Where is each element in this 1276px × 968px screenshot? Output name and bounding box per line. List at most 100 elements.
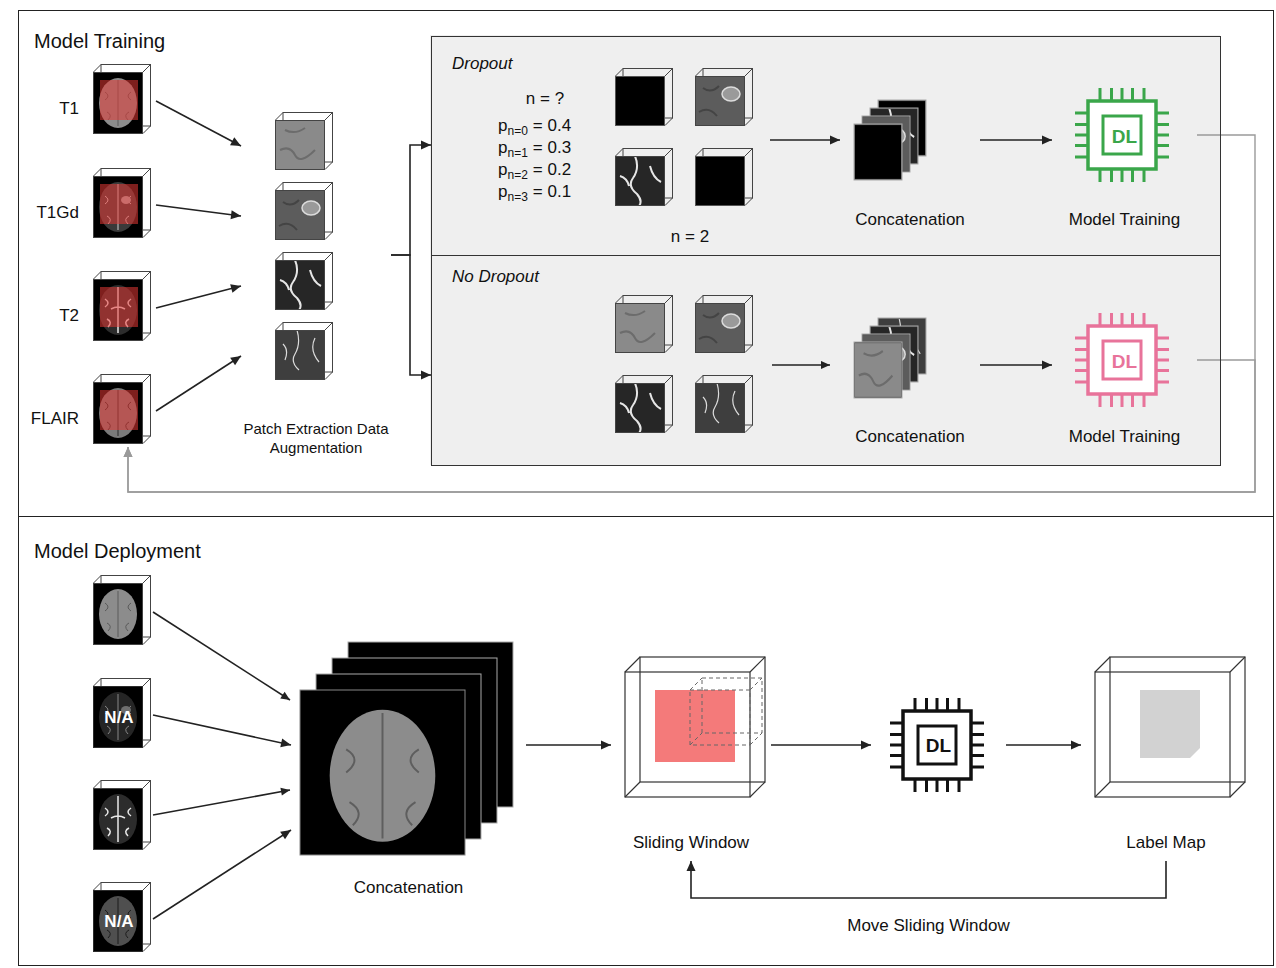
label-line: pn=3= 0.1	[498, 182, 618, 203]
edge-label: Move Sliding Window	[844, 916, 1013, 935]
text-holder: Dropout	[452, 54, 652, 74]
dl-chip: DL	[871, 691, 1006, 801]
text-holder: DL	[1052, 125, 1197, 149]
node-label: Concatenation	[354, 878, 464, 897]
connector-line	[156, 356, 241, 411]
connector-line	[128, 135, 1255, 492]
illustration-shape	[615, 383, 665, 433]
node-label: Concatenation	[855, 210, 965, 229]
text-holder: DL	[871, 734, 1006, 758]
connector	[770, 136, 840, 145]
illustration-shape	[276, 183, 333, 240]
illustration-shape	[153, 790, 290, 815]
illustration-shape	[616, 376, 673, 433]
arrowhead	[124, 447, 133, 457]
illustration-shape	[690, 678, 762, 745]
illustration-shape	[100, 184, 138, 224]
connector	[156, 205, 241, 219]
illustration-shape	[94, 169, 151, 238]
node-label: n = 2	[671, 227, 709, 246]
arrowhead	[1042, 361, 1052, 370]
connector	[156, 356, 241, 411]
illustration-shape	[93, 176, 143, 238]
illustration-shape	[94, 375, 151, 444]
connector-line	[980, 364, 1052, 366]
sliding-window: Sliding Window	[611, 651, 771, 861]
illustration-shape	[690, 690, 750, 745]
illustration-shape	[616, 296, 673, 353]
text-holder: FLAIR	[27, 409, 79, 429]
connector-line	[691, 861, 1166, 898]
illustration-shape	[275, 120, 325, 170]
connector-line	[156, 286, 241, 308]
illustration-shape	[300, 690, 465, 855]
illustration-shape	[615, 76, 665, 126]
node-label: DL	[926, 735, 951, 756]
probability-label: = 0.4	[533, 116, 571, 135]
patch-stack: Patch Extraction Data Augmentation	[241, 109, 391, 461]
illustration-shape	[93, 382, 143, 444]
illustration-shape	[94, 679, 151, 748]
node-label: Dropout	[452, 54, 512, 73]
illustration-shape	[1095, 657, 1245, 797]
illustration-shape	[695, 76, 745, 126]
node-label: Model Training	[1069, 427, 1181, 446]
illustration-shape	[275, 190, 325, 240]
label-line: pn=0= 0.4	[498, 116, 618, 137]
illustration-shape	[93, 279, 143, 341]
connector	[391, 141, 431, 256]
text-holder: Label Map	[1081, 833, 1251, 853]
illustration-shape	[640, 657, 765, 782]
arrowhead	[231, 210, 241, 219]
probability-label: p	[498, 182, 507, 201]
node-label: N/A	[104, 708, 133, 727]
connector-line	[128, 360, 1255, 492]
illustration-shape	[1075, 313, 1169, 407]
connector	[124, 135, 1256, 492]
illustration-shape	[1110, 657, 1245, 782]
text-holder: Model Training	[1052, 427, 1197, 447]
concatenation-stack: Concatenation	[840, 312, 980, 447]
node-label: Concatenation	[855, 427, 965, 446]
mri-volume: N/A	[85, 679, 153, 751]
connector-line	[1006, 744, 1081, 746]
connector	[153, 715, 291, 747]
illustration-shape	[300, 690, 465, 855]
text-holder: N/A	[85, 707, 153, 729]
illustration-shape	[1095, 657, 1245, 797]
text-holder: Sliding Window	[611, 833, 771, 853]
probability-label: n = ?	[526, 89, 564, 108]
connector	[771, 741, 871, 750]
illustration-shape	[696, 149, 753, 206]
section-panel: Model DeploymentN/AN/AConcatenationSlidi…	[18, 516, 1274, 966]
patch-grid: n = 2	[610, 62, 770, 252]
arrowhead	[601, 741, 611, 750]
probability-label: = 0.2	[533, 160, 571, 179]
illustration-shape	[276, 113, 333, 170]
text-holder: T1	[27, 99, 79, 119]
connector	[980, 361, 1052, 370]
arrowhead	[421, 371, 431, 380]
illustration-shape	[854, 124, 902, 180]
illustration-shape	[625, 657, 765, 797]
node-label: No Dropout	[452, 267, 539, 286]
illustration-shape	[655, 690, 735, 762]
node-label: Model Training	[1069, 210, 1181, 229]
connector	[156, 101, 241, 146]
illustration-shape	[702, 678, 762, 733]
node-label: T1Gd	[36, 203, 79, 222]
probability-label: = 0.1	[533, 182, 571, 201]
illustration-shape	[430, 35, 1220, 465]
text-holder: Concatenation	[840, 210, 980, 230]
label-map: Label Map	[1081, 651, 1251, 861]
illustration-shape	[100, 390, 138, 430]
node-label: Label Map	[1126, 833, 1205, 852]
illustration-shape	[854, 342, 902, 398]
arrowhead	[830, 136, 840, 145]
text-holder: Concatenation	[840, 427, 980, 447]
node-label: DL	[1112, 126, 1137, 147]
connector-line	[526, 744, 611, 746]
arrowhead	[861, 741, 871, 750]
